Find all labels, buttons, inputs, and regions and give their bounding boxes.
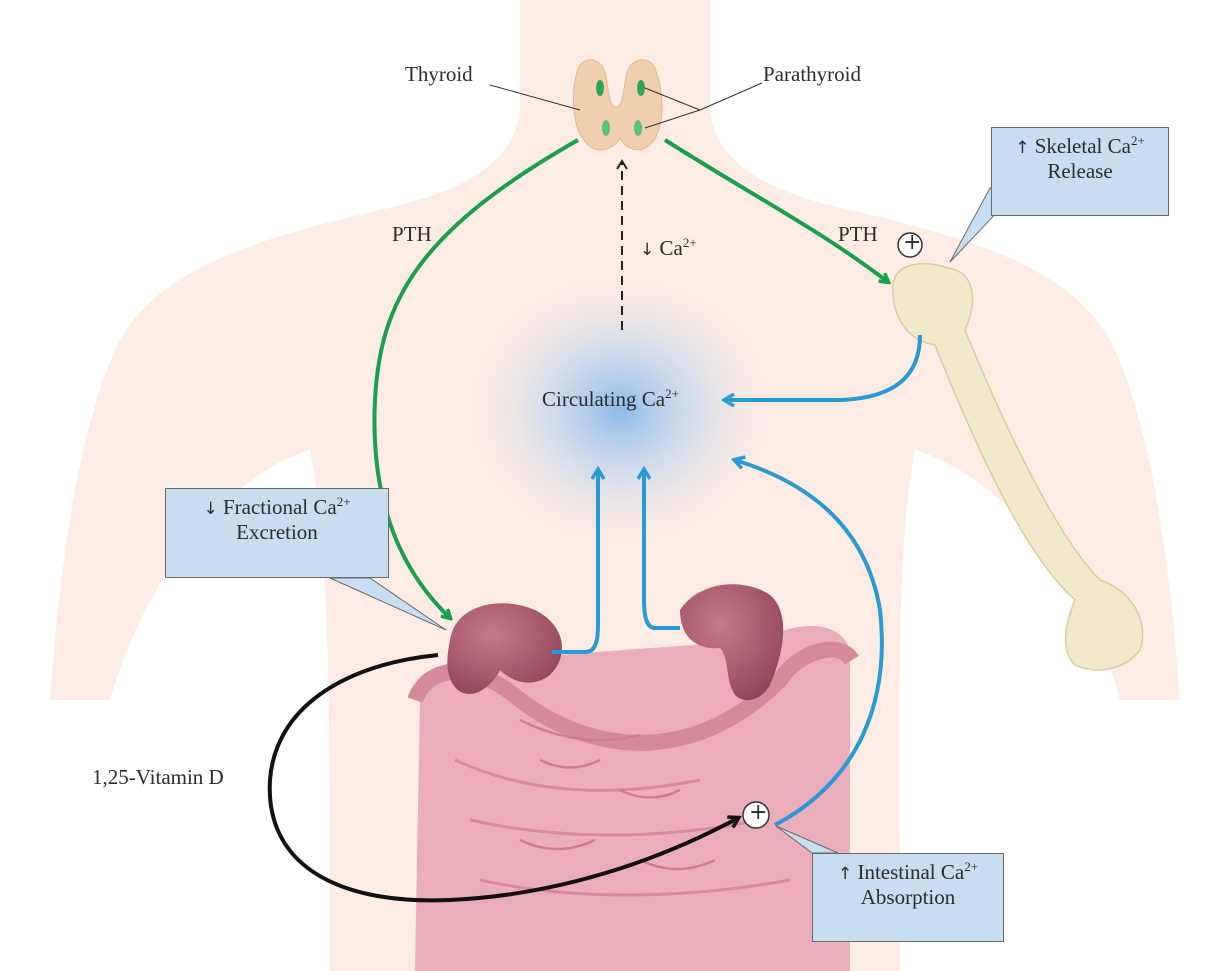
fractional-callout-pointer: [329, 577, 447, 631]
pth-label-left: PTH: [392, 222, 432, 246]
thyroid-label: Thyroid: [405, 62, 473, 86]
up-arrow-icon: ↑: [837, 864, 853, 884]
intestine-calcium-arrow: [735, 460, 884, 827]
fractional-excretion-callout: ↓ Fractional Ca2+ Excretion: [165, 488, 389, 578]
thyroid-gland: [572, 59, 663, 151]
vitamin-d-arrow: [267, 653, 738, 903]
vitamin-d-label: 1,25-Vitamin D: [92, 765, 224, 789]
down-arrow-icon: ↓: [203, 499, 218, 519]
left-kidney-calcium-arrow: [552, 470, 598, 654]
right-kidney-calcium-arrow: [644, 470, 680, 630]
low-calcium-label: ↓ Ca2+: [640, 235, 697, 260]
parathyroid-lower-right: [634, 120, 642, 136]
bone-stimulation-plus: [897, 232, 923, 258]
up-arrow-icon: ↑: [1015, 138, 1030, 158]
right-kidney: [680, 584, 784, 701]
circulating-calcium-label: Circulating Ca2+: [542, 386, 679, 411]
skeletal-release-callout: ↑ Skeletal Ca2+ Release: [991, 127, 1169, 216]
parathyroid-upper-right: [637, 80, 645, 96]
down-arrow-icon: ↓: [640, 240, 655, 260]
parathyroid-pointer-upper: [644, 87, 701, 111]
plus-symbol-intestine: +: [749, 800, 768, 825]
thyroid-pointer: [489, 84, 581, 111]
parathyroid-upper-left: [596, 80, 604, 96]
pth-arrow-to-kidney: [372, 138, 579, 618]
intestinal-absorption-callout: ↑ Intestinal Ca2+ Absorption: [812, 853, 1004, 942]
parathyroid-lower-left: [602, 120, 610, 136]
circulating-calcium-glow: [450, 260, 790, 560]
parathyroid-label: Parathyroid: [763, 62, 861, 86]
bone-calcium-arrow: [725, 334, 922, 400]
humerus-bone: [892, 262, 1144, 671]
plus-symbol-bone: +: [903, 230, 922, 255]
intestine-stimulation-plus: [742, 801, 770, 829]
pth-arrow-to-bone: [663, 138, 888, 282]
pth-label-right: PTH: [838, 222, 878, 246]
left-kidney: [447, 603, 562, 694]
